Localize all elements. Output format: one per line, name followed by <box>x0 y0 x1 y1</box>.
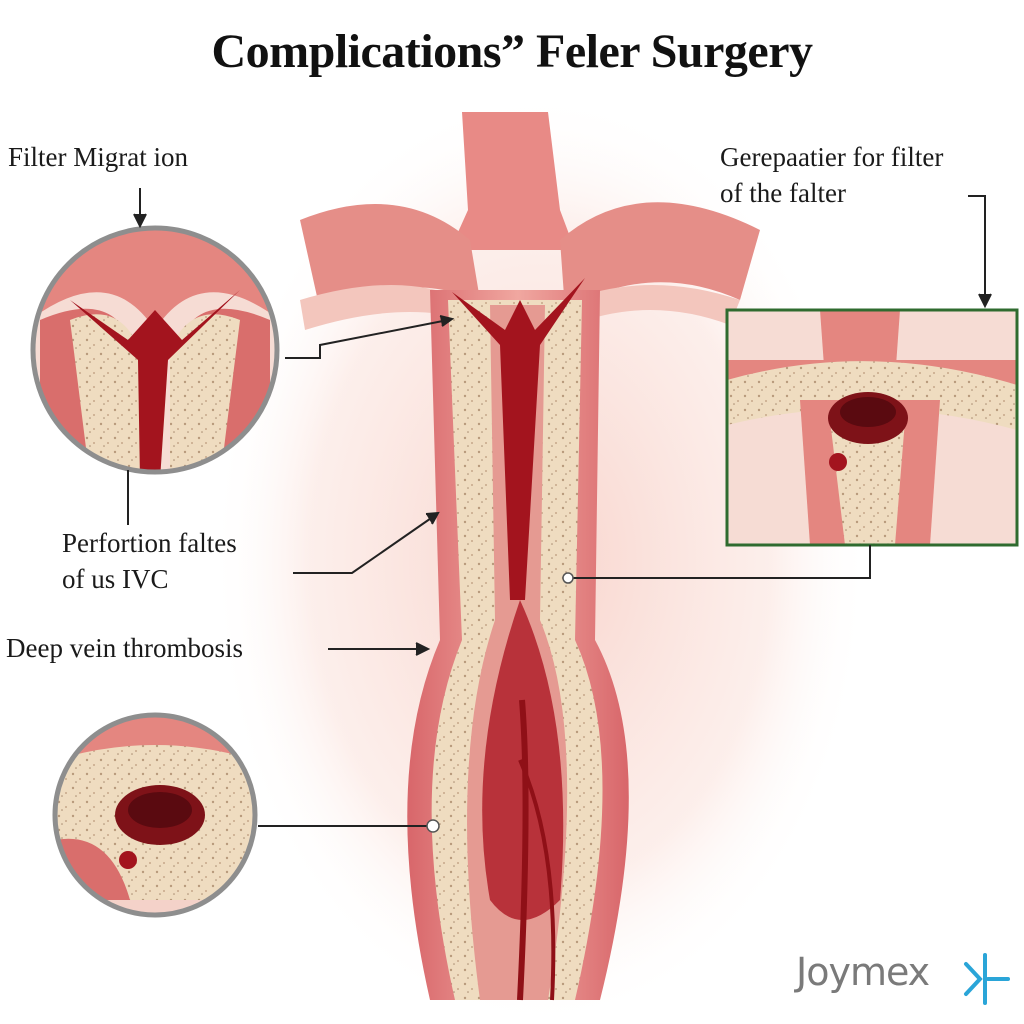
label-perforation-line1: Perfortion faltes <box>62 528 237 558</box>
label-perforation-line2: of us IVC <box>62 564 169 594</box>
right-branch <box>560 202 760 310</box>
left-branch <box>300 204 480 310</box>
main-vein <box>300 112 760 1001</box>
brand-name: Joymex <box>796 950 930 994</box>
marker-dot <box>426 819 440 833</box>
page-title: Complications” Feler Surgery <box>211 25 813 78</box>
label-gerepaatier-line1: Gerepaatier for filter <box>720 142 944 172</box>
label-filter-migration: Filter Migrat ion <box>8 142 188 172</box>
inset-repair <box>725 308 1019 547</box>
filter-strands <box>452 278 585 600</box>
label-gerepaatier-line2: of the falter <box>720 178 846 208</box>
upper-trunk <box>450 112 575 250</box>
inset-dvt <box>52 712 258 918</box>
label-dvt: Deep vein thrombosis <box>6 633 243 663</box>
leader-lines <box>127 188 992 827</box>
joymex-logo-icon <box>964 953 1010 1005</box>
marker-dot <box>562 572 574 584</box>
